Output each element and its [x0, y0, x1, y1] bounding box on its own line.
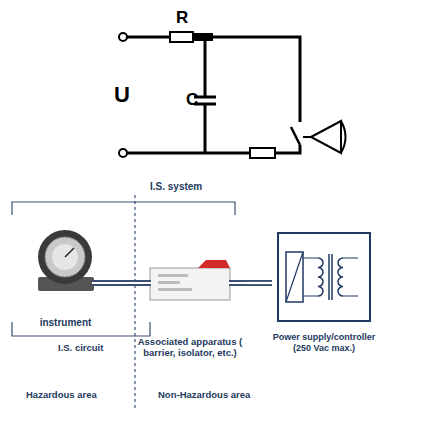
spark-symbol [303, 121, 341, 153]
resistor-symbol [170, 32, 193, 42]
node-label: Associated apparatus ( barrier, isolator… [136, 336, 244, 358]
node-label: instrument [40, 317, 92, 328]
converter-symbol [286, 252, 303, 302]
wire [303, 258, 318, 296]
area-divider [134, 195, 135, 408]
system-label: I.S. system [150, 181, 202, 192]
terminal [119, 33, 127, 41]
wire [343, 258, 358, 296]
cable-connector [244, 283, 272, 284]
wire [127, 37, 300, 122]
apparatus-image [150, 260, 230, 300]
instrument-image [38, 230, 94, 291]
node-label: Power supply/controller (250 Vac max.) [272, 332, 376, 354]
wire [204, 37, 207, 153]
power-supply-node: Power supply/controller (250 Vac max.) [272, 232, 376, 354]
component-label: C [186, 90, 198, 110]
spark-symbol [341, 121, 346, 153]
cable [244, 280, 272, 286]
apparatus-print [158, 288, 192, 291]
wire-stubs [92, 283, 244, 284]
resistor-symbol [250, 148, 275, 158]
apparatus-node: Associated apparatus ( barrier, isolator… [136, 262, 244, 358]
circuit [119, 32, 346, 158]
cable-core [92, 282, 244, 284]
area-label: Hazardous area [26, 389, 97, 400]
power-supply-image [278, 233, 370, 321]
voltage-label: U [114, 82, 130, 108]
apparatus-body [150, 268, 230, 300]
switch-symbol [291, 127, 300, 145]
transformer-coil [338, 258, 343, 296]
component-label: R [176, 8, 188, 28]
instrument-face [45, 237, 85, 277]
power-supply-box [278, 233, 370, 321]
cable [92, 280, 244, 286]
cable-connector [103, 283, 136, 284]
brackets [12, 195, 235, 408]
instrument-node: instrument [28, 228, 103, 328]
converter-symbol [286, 252, 303, 302]
bracket [12, 202, 235, 215]
instrument-housing [38, 230, 92, 284]
instrument-dial [52, 244, 78, 270]
instrument-pointer [65, 248, 74, 257]
circuit-label: I.S. circuit [58, 342, 103, 353]
cable-core [103, 282, 136, 284]
area-label: Non-Hazardous area [158, 389, 250, 400]
transformer-core [329, 254, 332, 300]
transformer-coil [318, 258, 323, 296]
cable-core [244, 282, 272, 284]
apparatus-print [158, 274, 188, 277]
apparatus-cap [198, 260, 230, 268]
terminal [119, 149, 127, 157]
inductor-symbol [193, 33, 213, 41]
cable [103, 280, 136, 286]
apparatus-print [158, 281, 180, 284]
